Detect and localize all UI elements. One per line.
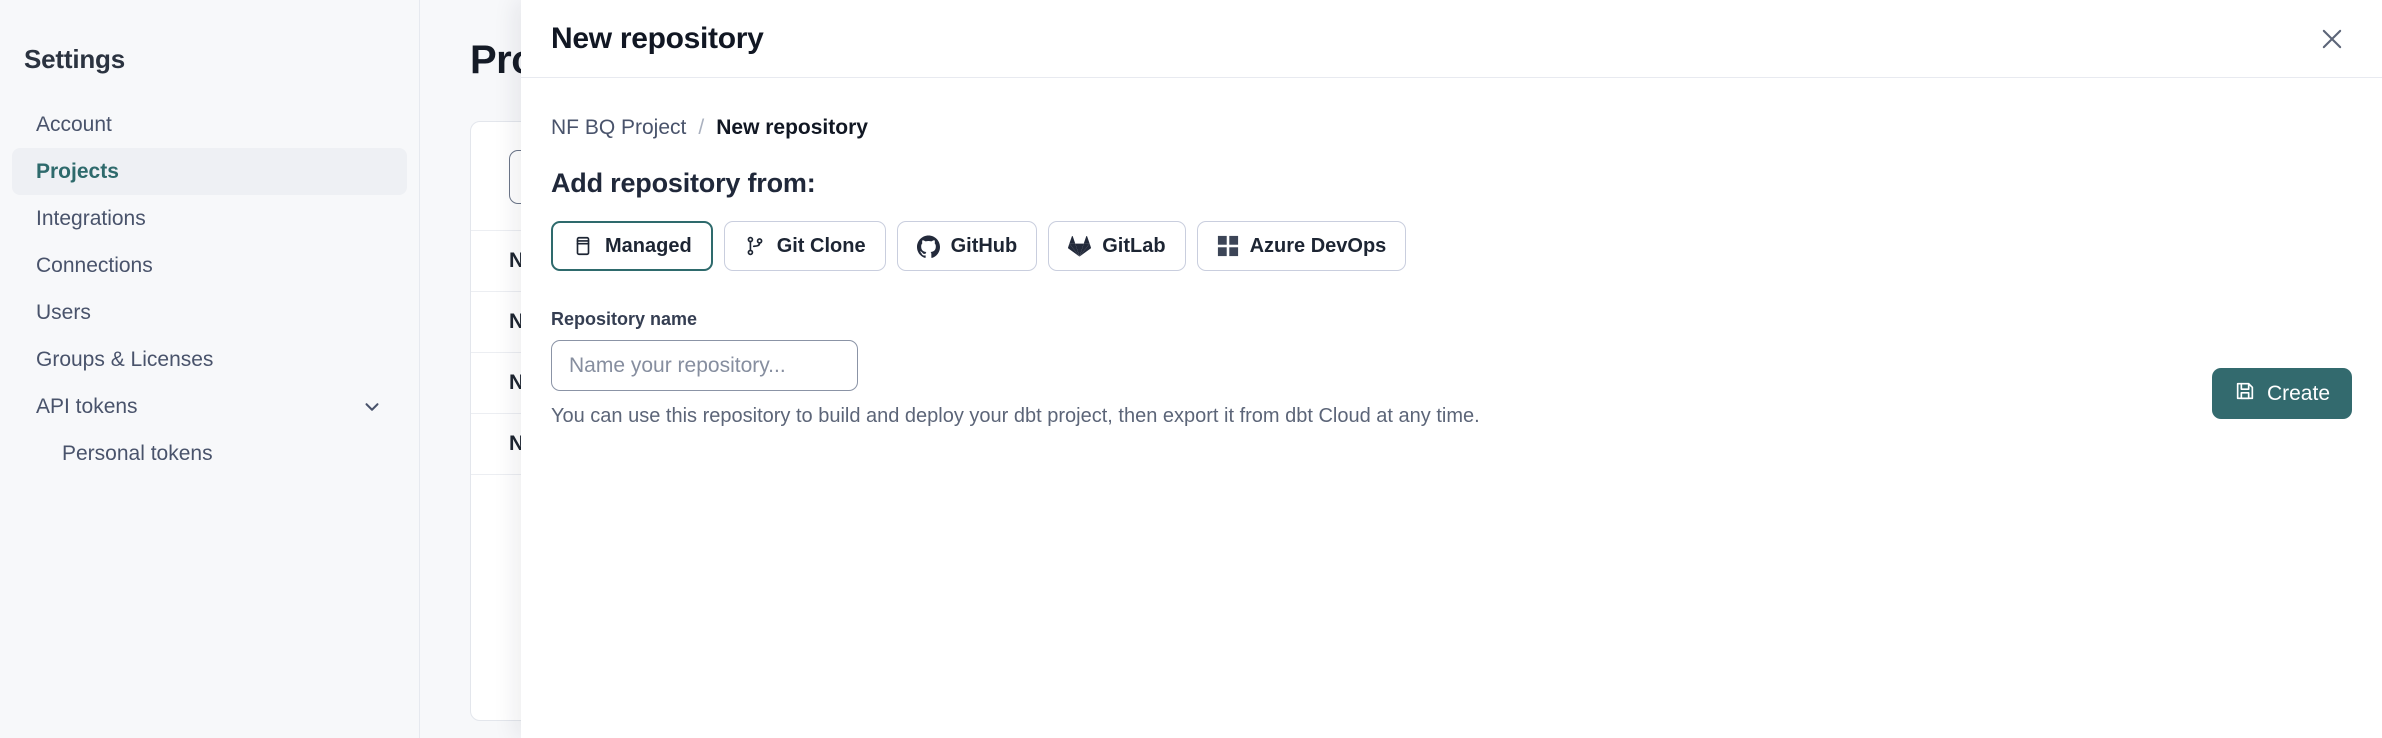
- close-icon[interactable]: [2312, 19, 2352, 59]
- github-icon: [916, 234, 940, 258]
- source-button-github[interactable]: GitHub: [896, 221, 1038, 271]
- drawer-body: NF BQ Project / New repository Add repos…: [521, 78, 2382, 428]
- sidebar-item-label: Projects: [36, 159, 119, 183]
- sidebar-item-users[interactable]: Users: [12, 289, 407, 336]
- sidebar-item-integrations[interactable]: Integrations: [12, 195, 407, 242]
- sidebar-item-label: Groups & Licenses: [36, 347, 214, 371]
- azure-devops-icon: [1217, 235, 1239, 257]
- sidebar-item-label: Integrations: [36, 206, 146, 230]
- git-branch-icon: [744, 235, 766, 257]
- drawer-title: New repository: [551, 21, 764, 55]
- sidebar-item-api-tokens[interactable]: API tokens: [12, 383, 407, 430]
- source-button-git-clone[interactable]: Git Clone: [723, 221, 886, 271]
- repository-name-label: Repository name: [551, 309, 698, 329]
- source-button-label: GitHub: [950, 234, 1018, 257]
- create-button[interactable]: Create: [2211, 368, 2352, 419]
- breadcrumb-current: New repository: [716, 116, 868, 139]
- source-button-label: Git Clone: [776, 234, 866, 257]
- breadcrumb-parent-link[interactable]: NF BQ Project: [551, 116, 687, 139]
- repository-source-options: Managed Git Clone GitHub: [551, 221, 2352, 271]
- source-button-gitlab[interactable]: GitLab: [1048, 221, 1186, 271]
- sidebar-item-label: Connections: [36, 253, 153, 277]
- breadcrumb: NF BQ Project / New repository: [551, 116, 2352, 140]
- gitlab-icon: [1068, 235, 1092, 258]
- source-button-label: GitLab: [1102, 234, 1166, 257]
- sidebar-item-label: Personal tokens: [62, 441, 213, 465]
- settings-sidebar: Settings Account Projects Integrations C…: [0, 0, 420, 738]
- repository-helper-text: You can use this repository to build and…: [551, 405, 1480, 427]
- sidebar-title: Settings: [24, 44, 125, 74]
- source-button-label: Azure DevOps: [1249, 234, 1387, 257]
- new-repository-drawer: New repository NF BQ Project / New repos…: [521, 0, 2382, 738]
- source-button-managed[interactable]: Managed: [551, 221, 713, 271]
- drawer-header: New repository: [521, 0, 2382, 78]
- sidebar-item-label: API tokens: [36, 394, 138, 418]
- sidebar-item-connections[interactable]: Connections: [12, 242, 407, 289]
- sidebar-item-projects[interactable]: Projects: [12, 148, 407, 195]
- repository-icon: [572, 235, 594, 257]
- repository-name-row: You can use this repository to build and…: [551, 340, 2352, 428]
- chevron-down-icon[interactable]: [361, 396, 383, 418]
- source-button-label: Managed: [605, 234, 692, 257]
- add-repository-from-heading: Add repository from:: [551, 168, 816, 198]
- sidebar-item-groups-licenses[interactable]: Groups & Licenses: [12, 336, 407, 383]
- source-button-azure-devops[interactable]: Azure DevOps: [1196, 221, 1407, 271]
- save-icon: [2234, 380, 2256, 408]
- breadcrumb-separator: /: [698, 116, 705, 139]
- sidebar-item-label: Users: [36, 300, 91, 324]
- create-button-label: Create: [2266, 381, 2330, 405]
- sidebar-item-personal-tokens[interactable]: Personal tokens: [12, 430, 407, 477]
- sidebar-item-account[interactable]: Account: [12, 101, 407, 148]
- sidebar-item-label: Account: [36, 112, 112, 136]
- repository-name-input[interactable]: [551, 340, 858, 391]
